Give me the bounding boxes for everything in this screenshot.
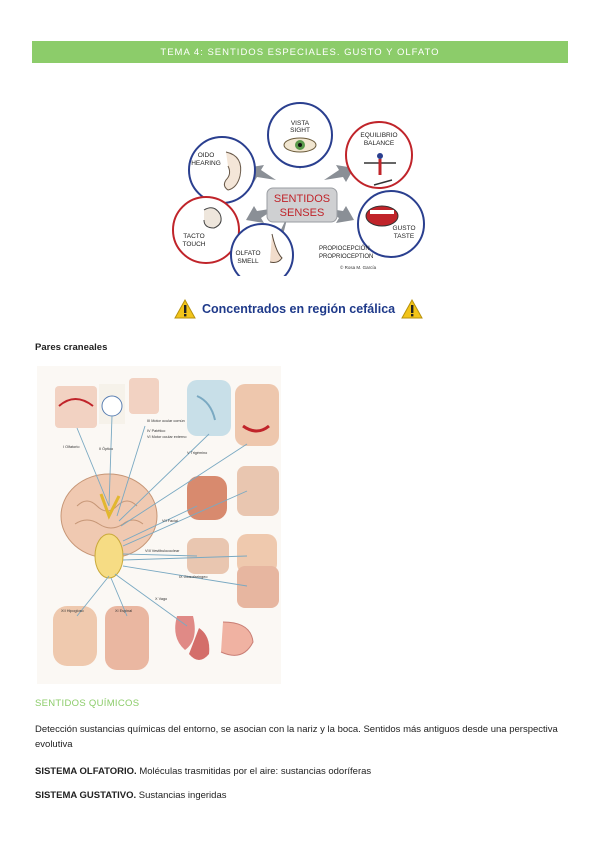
svg-text:XII Hipogloso: XII Hipogloso	[61, 609, 84, 613]
svg-text:TOUCH: TOUCH	[183, 241, 206, 248]
paragraph-intro: Detección sustancias químicas del entorn…	[35, 724, 558, 750]
credit: © Rosa M. García	[340, 264, 377, 270]
brain	[60, 473, 158, 579]
svg-text:III Motor ocular común: III Motor ocular común	[147, 419, 185, 423]
center-node: SENTIDOS SENSES	[266, 187, 338, 223]
pares-heading: Pares craneales	[35, 342, 108, 353]
svg-text:VII Facial: VII Facial	[162, 519, 178, 523]
caption-text: Concentrados en región cefálica	[202, 302, 396, 316]
senses-caption: Concentrados en región cefálica	[174, 298, 444, 320]
svg-text:V Trigémino: V Trigémino	[187, 451, 207, 455]
gustativo-text: Sustancias ingeridas	[136, 790, 227, 801]
gusto-node: GUSTO TASTE	[357, 190, 425, 258]
svg-text:HEARING: HEARING	[191, 160, 221, 167]
warning-icon	[174, 299, 196, 319]
svg-text:EQUILIBRIO: EQUILIBRIO	[360, 132, 397, 139]
warning-icon	[401, 299, 423, 319]
svg-text:SENTIDOS: SENTIDOS	[274, 193, 330, 205]
paragraph-gustativo: SISTEMA GUSTATIVO. Sustancias ingeridas	[35, 788, 565, 803]
propio-label-en: PROPRIOCEPTION	[319, 254, 373, 260]
olfatorio-text: Moléculas trasmitidas por el aire: susta…	[136, 766, 372, 777]
olfatorio-label: SISTEMA OLFATORIO.	[35, 766, 137, 777]
svg-text:TASTE: TASTE	[394, 233, 415, 240]
paragraph-olfatorio: SISTEMA OLFATORIO. Moléculas trasmitidas…	[35, 764, 565, 779]
svg-text:GUSTO: GUSTO	[393, 225, 416, 232]
svg-text:VIII Vestibulococlear: VIII Vestibulococlear	[145, 549, 180, 553]
nerve-lines	[76, 415, 248, 627]
svg-text:VISTA: VISTA	[291, 120, 310, 127]
cranial-nerves-figure: I Olfatorio II Óptico III Motor ocular c…	[37, 366, 281, 684]
vista-node: VISTA SIGHT	[267, 102, 333, 168]
svg-text:SMELL: SMELL	[237, 258, 259, 265]
svg-text:IX Glosofaríngeo: IX Glosofaríngeo	[179, 575, 208, 579]
nerve-labels: I Olfatorio II Óptico III Motor ocular c…	[61, 419, 208, 613]
svg-text:OLFATO: OLFATO	[235, 250, 260, 257]
svg-text:OIDO: OIDO	[198, 152, 215, 159]
olfato-node: OLFATO SMELL	[230, 223, 294, 276]
equilibrio-node: EQUILIBRIO BALANCE	[345, 121, 413, 189]
svg-text:I Olfatorio: I Olfatorio	[63, 445, 79, 449]
senses-diagram: SENTIDOS SENSES VISTA SIGHT EQUILIBRIO B…	[172, 102, 425, 276]
oido-node: OIDO HEARING	[188, 136, 256, 204]
anatomy-panels	[53, 378, 279, 670]
header-banner: TEMA 4: SENTIDOS ESPECIALES. GUSTO Y OLF…	[32, 41, 568, 63]
propio-label: PROPIOCEPCIÓN	[319, 245, 370, 252]
svg-text:VI Motor ocular externo: VI Motor ocular externo	[147, 435, 186, 439]
banner-title: TEMA 4: SENTIDOS ESPECIALES. GUSTO Y OLF…	[160, 46, 440, 58]
svg-text:SIGHT: SIGHT	[290, 127, 310, 134]
section-title: SENTIDOS QUÍMICOS	[35, 698, 140, 709]
svg-text:IV Patético: IV Patético	[147, 429, 165, 433]
svg-text:BALANCE: BALANCE	[364, 140, 395, 147]
tacto-node: TACTO TOUCH	[172, 196, 240, 264]
gustativo-label: SISTEMA GUSTATIVO.	[35, 790, 137, 801]
svg-text:X Vago: X Vago	[155, 597, 167, 601]
svg-text:II Óptico: II Óptico	[99, 446, 113, 451]
svg-text:XI Espinal: XI Espinal	[115, 609, 132, 613]
svg-text:TACTO: TACTO	[183, 233, 204, 240]
svg-text:SENSES: SENSES	[280, 207, 325, 219]
